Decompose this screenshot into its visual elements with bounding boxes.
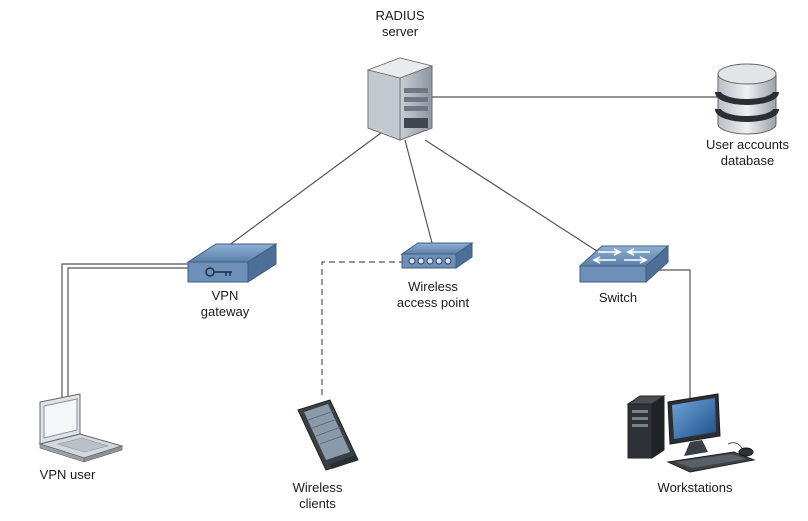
workstations-label: Workstations [645, 480, 745, 496]
access-point-icon [400, 242, 474, 269]
server-icon [366, 57, 434, 141]
vpn-user-label-line1: VPN user [39, 467, 96, 482]
access-point-label-line1: Wireless [408, 279, 458, 294]
database-icon [715, 63, 779, 135]
wireless-clients-label-line1: Wireless [292, 480, 343, 495]
wireless-clients-label-line2: clients [299, 496, 336, 511]
switch-icon [578, 244, 670, 284]
radius-server-label: RADIUS server [355, 8, 445, 40]
wireless-clients-label: Wireless clients [280, 480, 355, 512]
radius-server-label-line1: RADIUS [375, 8, 425, 23]
vpn-gateway-label-line2: gateway [200, 304, 250, 319]
link-server-switch [424, 139, 601, 254]
switch-label-line1: Switch [598, 290, 638, 305]
user-db-label-line1: User accounts [705, 137, 790, 152]
link-switch-workstations [655, 269, 691, 398]
vpn-gateway-icon [186, 243, 278, 283]
phone-icon [297, 399, 359, 471]
workstations-label-line1: Workstations [657, 480, 733, 495]
access-point-label-line2: access point [396, 295, 470, 310]
laptop-icon [38, 393, 124, 463]
user-db-label: User accounts database [690, 137, 805, 169]
links [61, 96, 720, 400]
switch-label: Switch [583, 290, 653, 306]
radius-server-label-line2: server [381, 24, 419, 39]
link-server-vpn-gateway [227, 129, 386, 247]
workstation-icon [626, 393, 756, 473]
link-access-point-wireless-clients [321, 261, 405, 398]
link-server-access-point [404, 139, 433, 244]
vpn-user-label: VPN user [25, 467, 110, 483]
link-vpn-gateway-vpn-user [61, 263, 188, 400]
vpn-gateway-label: VPN gateway [185, 288, 265, 320]
vpn-gateway-label-line1: VPN [211, 288, 239, 303]
user-db-label-line2: database [720, 153, 775, 168]
access-point-label: Wireless access point [378, 279, 488, 311]
